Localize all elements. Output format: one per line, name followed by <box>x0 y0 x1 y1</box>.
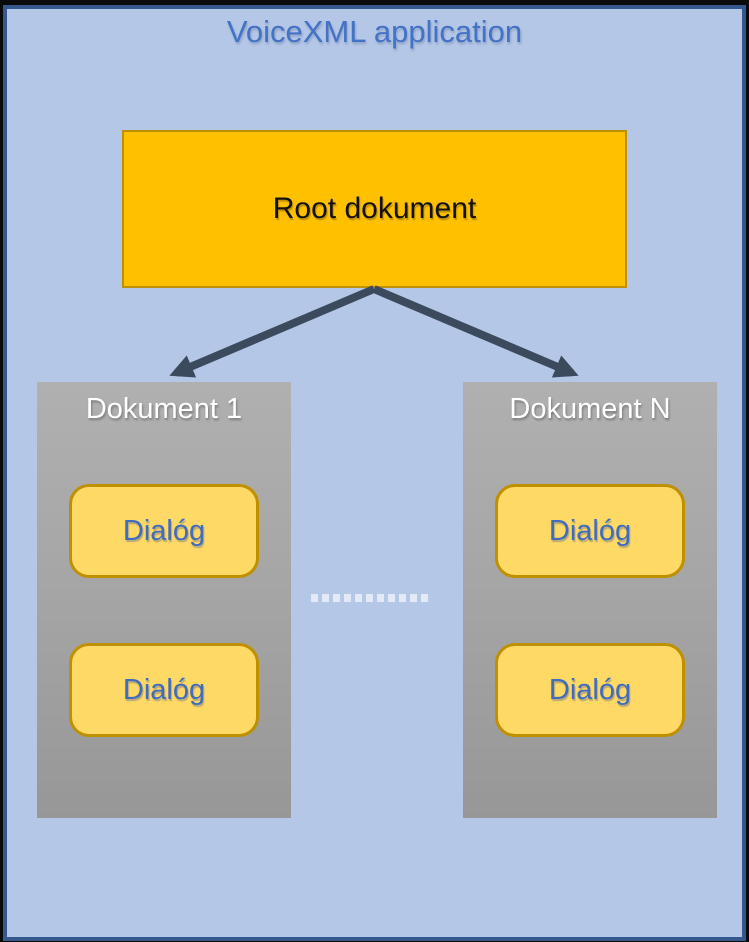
document-1-title: Dokument 1 <box>85 393 243 425</box>
ellipsis-dot <box>322 594 329 602</box>
ellipsis-dot <box>421 594 428 602</box>
ellipsis-dot <box>311 594 318 602</box>
root-document-node: Root dokument <box>122 130 627 288</box>
slide: VoiceXML application Root dokument Dokum… <box>3 5 746 941</box>
document-1-dialog-1: Dialóg <box>69 484 259 578</box>
ellipsis-dot <box>366 594 373 602</box>
dialog-label: Dialóg <box>548 673 632 706</box>
ellipsis-dot <box>377 594 384 602</box>
arrow-to-document-1 <box>169 285 376 378</box>
dialog-label: Dialóg <box>122 514 206 547</box>
document-n-dialog-2: Dialóg <box>495 643 685 737</box>
ellipsis-dot <box>410 594 417 602</box>
arrow-to-document-n <box>372 285 579 378</box>
ellipsis-dot <box>399 594 406 602</box>
document-1-panel: Dokument 1 Dialóg Dialóg <box>37 382 291 818</box>
diagram-title: VoiceXML application <box>226 14 523 49</box>
document-n-panel: Dokument N Dialóg Dialóg <box>463 382 717 818</box>
ellipsis-dot <box>333 594 340 602</box>
document-n-title: Dokument N <box>509 393 671 425</box>
dialog-label: Dialóg <box>548 514 632 547</box>
ellipsis-dots <box>311 594 429 602</box>
ellipsis-dot <box>388 594 395 602</box>
ellipsis-dot <box>355 594 362 602</box>
root-document-label: Root dokument <box>272 192 477 225</box>
document-n-dialog-1: Dialóg <box>495 484 685 578</box>
dialog-label: Dialóg <box>122 673 206 706</box>
ellipsis-dot <box>344 594 351 602</box>
document-1-dialog-2: Dialóg <box>69 643 259 737</box>
